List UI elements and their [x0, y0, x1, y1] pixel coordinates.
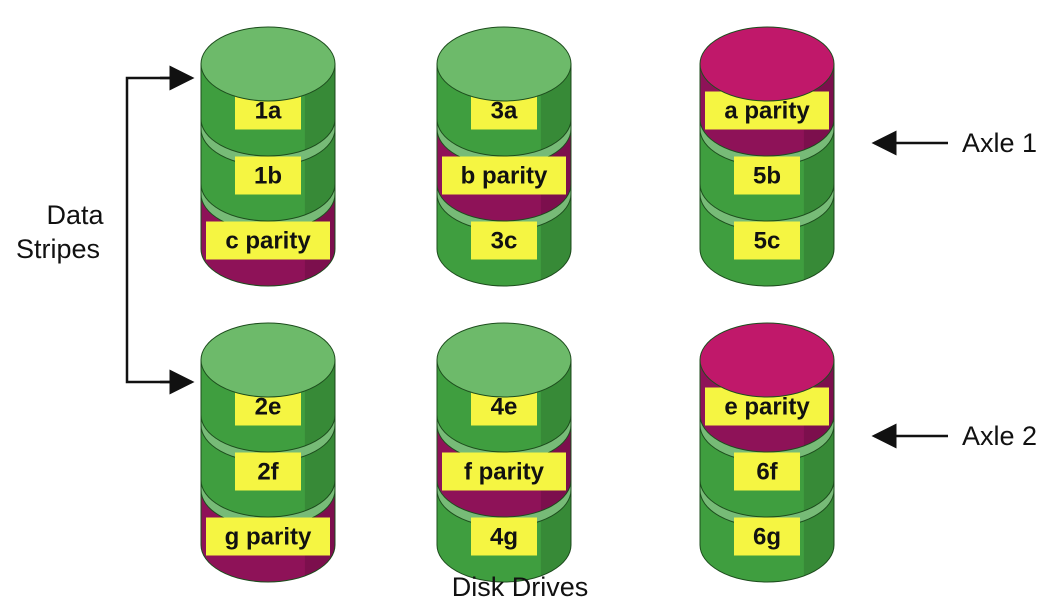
segment-shade	[803, 490, 834, 576]
segment-shade	[540, 490, 571, 576]
segment-label-box	[471, 517, 537, 556]
segment-label-box	[471, 221, 537, 260]
segment-label-box	[206, 517, 330, 556]
segment-shade	[540, 194, 571, 280]
disk-top	[436, 322, 572, 398]
disk-drives-group: c parity 1b 1a 3c b parity 3a 5c 5b a parity g pa…	[200, 26, 835, 583]
segment-label-box	[734, 156, 800, 195]
data-block-label: 6f	[756, 459, 778, 486]
parity-label: c parity	[225, 228, 311, 255]
segment-shade	[304, 425, 335, 511]
segment-label-box	[734, 517, 800, 556]
segment-shade	[803, 129, 834, 215]
segment-shade	[540, 64, 571, 150]
segment-shade	[304, 360, 335, 446]
segment-label-box	[235, 156, 301, 195]
data-stripes-bracket	[125, 65, 195, 395]
data-block-label: 5b	[753, 163, 781, 190]
segment-label-box	[734, 452, 800, 491]
disk-stack: 6g 6f e parity	[699, 322, 835, 583]
disk-top	[436, 26, 572, 102]
disk-stack: 4g f parity 4e	[436, 322, 572, 583]
disk-top	[200, 322, 336, 398]
parity-label: a parity	[724, 98, 810, 125]
axle2-label: Axle 2	[962, 421, 1037, 451]
data-block-label: 1b	[254, 163, 282, 190]
data-block-label: 1a	[255, 98, 282, 125]
segment-label-box	[206, 221, 330, 260]
segment-shade	[304, 64, 335, 150]
data-block-label: 2f	[257, 459, 279, 486]
data-block-label: 4e	[491, 394, 518, 421]
data-block-label: 2e	[255, 394, 282, 421]
segment-shade	[803, 194, 834, 280]
segment-label-box	[442, 156, 566, 195]
disk-top	[200, 26, 336, 102]
data-block-label: 3c	[491, 228, 518, 255]
data-block-label: 4g	[490, 524, 518, 551]
data-stripes-label-line2: Stripes	[16, 234, 100, 264]
segment-shade	[540, 360, 571, 446]
axle1-label: Axle 1	[962, 128, 1037, 158]
parity-label: g parity	[225, 524, 312, 551]
parity-label: f parity	[464, 459, 545, 486]
data-block-label: 6g	[753, 524, 781, 551]
segment-label-box	[235, 452, 301, 491]
disk-stack: 3c b parity 3a	[436, 26, 572, 287]
data-stripes-label-line1: Data	[46, 200, 104, 230]
disk-drives-caption: Disk Drives	[452, 572, 589, 602]
disk-stack: c parity 1b 1a	[200, 26, 336, 287]
disk-top	[699, 26, 835, 102]
parity-label: e parity	[724, 394, 810, 421]
data-block-label: 5c	[754, 228, 781, 255]
segment-label-box	[734, 221, 800, 260]
disk-stack: 5c 5b a parity	[699, 26, 835, 287]
segment-label-box	[442, 452, 566, 491]
segment-shade	[304, 129, 335, 215]
parity-label: b parity	[461, 163, 548, 190]
segment-shade	[803, 425, 834, 511]
data-block-label: 3a	[491, 98, 518, 125]
disk-stack: g parity 2f 2e	[200, 322, 336, 583]
disk-top	[699, 322, 835, 398]
